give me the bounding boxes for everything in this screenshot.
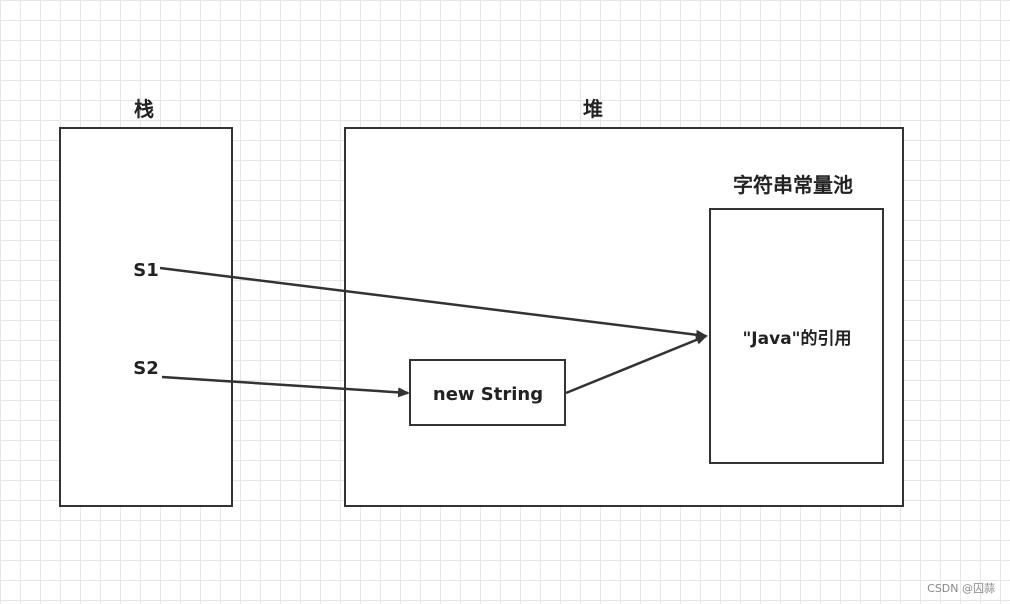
watermark-text: CSDN @囚蒜 — [927, 582, 995, 595]
arrow-s1-to-pool — [159, 266, 708, 340]
stack-title: 栈 — [134, 97, 154, 121]
string-pool-content-label: "Java"的引用 — [742, 328, 851, 349]
s2-label: S2 — [133, 358, 159, 379]
new-string-label: new String — [433, 384, 543, 405]
stack-box — [59, 127, 233, 507]
arrow-s2-to-new-string — [161, 375, 410, 398]
string-pool-box — [709, 208, 884, 464]
new-string-box — [409, 359, 566, 426]
heap-title: 堆 — [583, 97, 603, 121]
arrow-new-string-to-pool — [565, 334, 708, 395]
s1-label: S1 — [133, 260, 159, 281]
string-pool-title: 字符串常量池 — [733, 173, 853, 197]
